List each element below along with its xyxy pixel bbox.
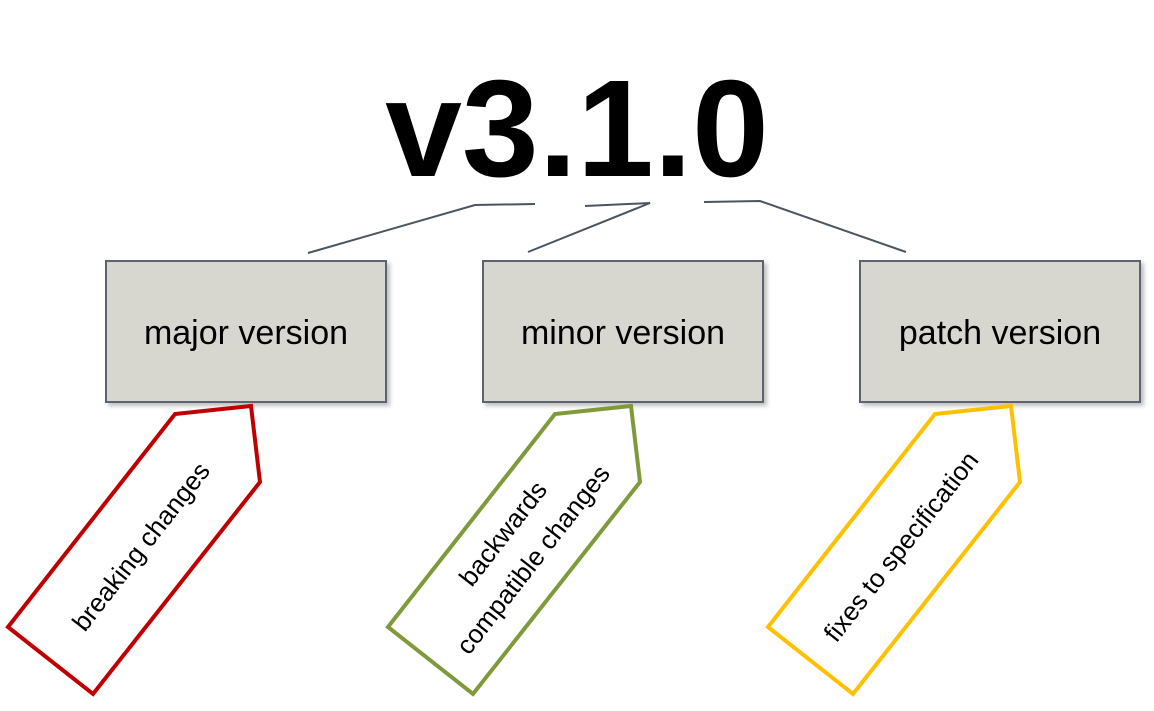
- tag-shape-breaking: [5, 403, 263, 697]
- version-title: v3.1.0: [385, 52, 769, 206]
- patch-version-label: patch version: [899, 314, 1101, 352]
- tag-breaking-changes: breaking changes: [5, 403, 263, 697]
- tag-fixes-to-specification: fixes to specification: [765, 403, 1023, 697]
- connector-major: [307, 203, 536, 254]
- major-version-label: major version: [144, 314, 348, 352]
- major-version-box: major version: [105, 260, 387, 403]
- patch-version-box: patch version: [859, 260, 1141, 403]
- connector-patch: [703, 199, 907, 253]
- minor-version-box: minor version: [482, 260, 764, 403]
- tag-shape-backwards: [385, 403, 643, 697]
- tag-shape-fixes: [765, 403, 1023, 697]
- minor-version-label: minor version: [521, 314, 725, 352]
- connector-minor: [527, 202, 651, 253]
- tag-backwards-compatible: backwards compatible changes: [385, 403, 643, 697]
